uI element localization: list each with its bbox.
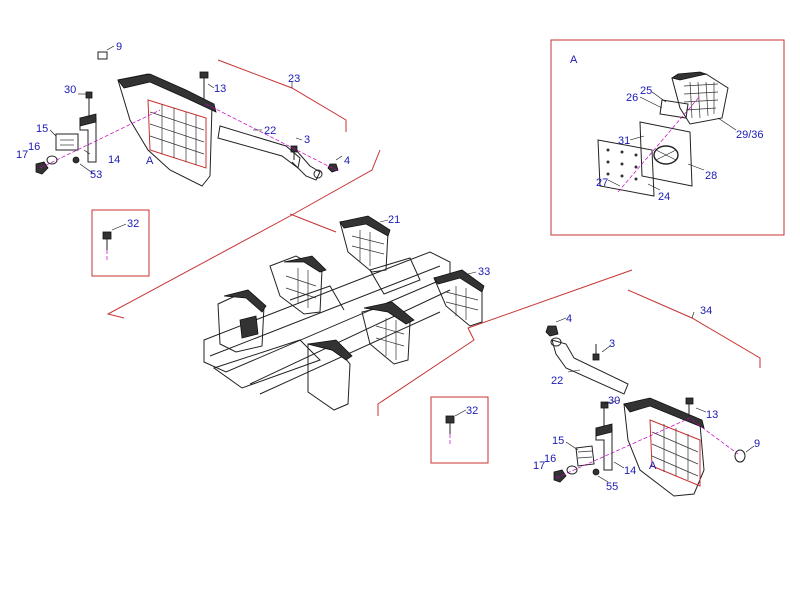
nut-4-bottom: [545, 325, 559, 337]
washer-16-top: [46, 155, 58, 165]
inset-frame-32-top: [91, 209, 150, 277]
centerline-top-right: [205, 103, 341, 173]
bottom-right-leaders: [555, 317, 755, 483]
logo-plate-28: [639, 121, 693, 187]
inset-bolt-32-top: 32: [91, 209, 150, 277]
bracket-14-15-top: [55, 113, 97, 163]
bolt-3-bottom: [592, 344, 600, 361]
tube-22-top: [217, 125, 323, 181]
detail-leaders: [607, 91, 737, 191]
inset-bolt-32-bottom: 32: [430, 396, 489, 464]
chassis-mudflap-rear-upper: [361, 301, 415, 365]
label-16-top: 16: [28, 141, 40, 153]
riveted-plate-24: [597, 139, 655, 197]
bracket-14-15-bottom: [575, 423, 613, 471]
tube-22-bottom: [550, 337, 629, 395]
inset-frame-32-bottom: [430, 396, 489, 464]
label-27: 27: [596, 177, 608, 189]
washer-16-bottom: [566, 465, 578, 475]
mudflap-left: [117, 73, 217, 187]
label-23: 23: [288, 73, 300, 85]
washer-55: [592, 468, 600, 476]
label-13-top: 13: [214, 83, 226, 95]
chassis-mudflap-21: 21: [339, 214, 400, 273]
label-9-bottom: 9: [754, 438, 760, 450]
label-53: 53: [90, 169, 102, 181]
plug-9-top: [97, 51, 108, 60]
label-32-bottom: 32: [466, 405, 478, 417]
label-16-bottom: 16: [544, 453, 556, 465]
bolt-13-top: [199, 71, 209, 100]
label-9-top: 9: [116, 41, 122, 53]
chassis-mudflap-33: 33: [433, 266, 490, 327]
label-17-bottom: 17: [533, 460, 545, 472]
plate-25: [659, 99, 689, 119]
label-30-top: 30: [64, 84, 76, 96]
label-32-top: 32: [127, 218, 139, 230]
label-29-36: 29/36: [736, 129, 764, 141]
label-15-bottom: 15: [552, 435, 564, 447]
label-31: 31: [618, 135, 630, 147]
label-a-top: A: [146, 155, 154, 167]
chassis-leaders: [106, 149, 761, 416]
label-15-top: 15: [36, 123, 48, 135]
label-22-top: 22: [264, 125, 276, 137]
chassis-mudflap-rear-lower: [307, 339, 353, 411]
label-a-bottom: A: [649, 460, 657, 472]
nut-17-top: [35, 161, 49, 175]
centerline-bottom-plug: [691, 419, 739, 455]
label-34: 34: [700, 305, 712, 317]
nut-4-top: [327, 163, 339, 173]
label-4-bottom: 4: [566, 313, 572, 325]
washer-53: [72, 156, 80, 164]
plug-9-bottom: [734, 449, 746, 463]
detail-a-frame: [550, 39, 785, 236]
detail-a-title: A: [570, 54, 578, 66]
label-55: 55: [606, 481, 618, 493]
bracket-23-line: [217, 59, 347, 132]
label-26: 26: [626, 92, 638, 104]
mudflap-right: [623, 397, 705, 497]
label-13-bottom: 13: [706, 409, 718, 421]
label-22-bottom: 22: [551, 375, 563, 387]
label-17-top: 17: [16, 149, 28, 161]
label-14-bottom: 14: [624, 465, 636, 477]
bolt-30-bottom: [600, 401, 609, 428]
label-30-bottom: 30: [608, 395, 620, 407]
bottom-right-assembly: 4 3 22 30 13 9 15 16 17 14 55 A 34: [533, 305, 760, 497]
top-left-leaders: [49, 45, 343, 175]
top-left-assembly: 9 13 23 30 22 3 4 15 16 17 14 53 A: [16, 41, 350, 187]
centerline-top-left: [39, 109, 161, 169]
label-4-top: 4: [344, 155, 350, 167]
bolt-30-top: [85, 91, 93, 118]
centerline-bottom: [555, 417, 691, 479]
label-3-bottom: 3: [609, 338, 615, 350]
nut-17-bottom: [553, 469, 567, 483]
label-14-top: 14: [108, 154, 120, 166]
detail-centerline: [617, 95, 701, 193]
label-24: 24: [658, 191, 670, 203]
label-3-top: 3: [304, 134, 310, 146]
chassis-mudflap-front-lower: [217, 289, 267, 353]
detail-mudflap: [671, 71, 729, 125]
label-33: 33: [478, 266, 490, 278]
bolt-13-bottom: [685, 397, 694, 416]
label-28: 28: [705, 170, 717, 182]
label-21: 21: [388, 214, 400, 226]
chassis-mudflap-front-upper: [269, 255, 327, 315]
detail-a-panel: A: [550, 39, 785, 236]
label-25: 25: [640, 85, 652, 97]
bolt-3-top: [290, 145, 298, 160]
